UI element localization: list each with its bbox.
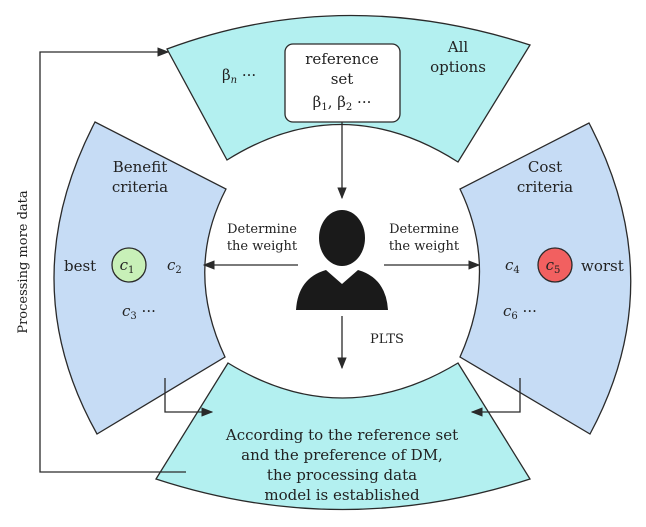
worst-label: worst [581, 257, 624, 275]
plts-label: PLTS [370, 332, 404, 347]
model-text-line-4: model is established [264, 486, 420, 504]
best-criterion-circle [111, 247, 147, 283]
all-options-line-2: options [430, 58, 486, 76]
cost-criteria-title-1: Cost [528, 158, 562, 176]
decision-maker-silhouette-icon [296, 210, 388, 310]
left-weight-label-2: the weight [227, 239, 298, 254]
benefit-criteria-title-2: criteria [112, 178, 168, 196]
model-text-line-1: According to the reference set [225, 426, 458, 444]
c6-label: c6 ··· [503, 302, 537, 322]
worst-criterion-circle [537, 247, 573, 283]
feedback-loop-arrow [39, 47, 186, 473]
model-text-line-3: the processing data [267, 466, 417, 484]
model-text-line-2: and the preference of DM, [241, 446, 443, 464]
reference-set-line-1: reference [305, 50, 379, 68]
best-label: best [64, 257, 96, 275]
all-options-line-1: All [447, 38, 469, 56]
benefit-criteria-title-1: Benefit [113, 158, 167, 176]
arrow-cost-to-bottom [470, 378, 521, 417]
c3-label: c3 ··· [122, 302, 156, 322]
beta-n-label: βn ··· [222, 66, 256, 86]
beta1-subscript: 1 [321, 102, 327, 113]
reference-set-betas: β1, β2 ··· [313, 93, 372, 113]
arrow-benefit-to-bottom [164, 378, 214, 417]
cost-criteria-title-2: criteria [517, 178, 573, 196]
right-weight-label-1: Determine [389, 222, 459, 237]
beta2-subscript: 2 [346, 102, 352, 113]
bottom-sector-model-established [155, 362, 531, 511]
processing-more-data-label: Processing more data [16, 190, 31, 334]
left-weight-label-1: Determine [227, 222, 297, 237]
right-weight-label-2: the weight [389, 239, 460, 254]
reference-set-line-2: set [331, 70, 354, 88]
